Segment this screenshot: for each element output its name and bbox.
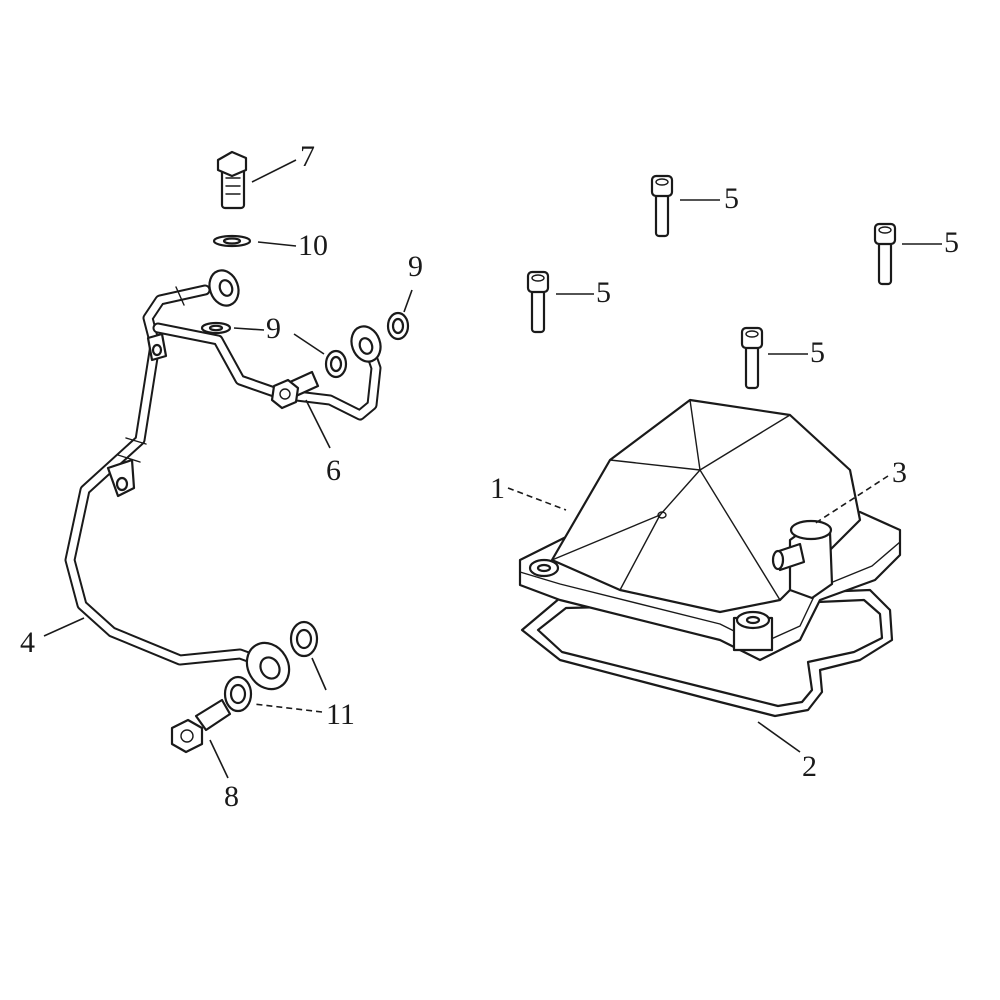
callout-5-left: 5 — [596, 276, 611, 309]
washer-10 — [212, 234, 252, 248]
callout-7: 7 — [300, 140, 315, 173]
callout-10: 10 — [298, 229, 328, 262]
callout-11: 11 — [326, 698, 355, 731]
callout-5-center: 5 — [810, 336, 825, 369]
callout-4: 4 — [20, 626, 35, 659]
washer-9-right — [386, 311, 410, 341]
oil-pipe — [64, 284, 382, 668]
callout-5-top: 5 — [724, 182, 739, 215]
callout-6: 6 — [326, 454, 341, 487]
callout-3: 3 — [892, 456, 907, 489]
leader-lines — [43, 159, 942, 779]
callout-8: 8 — [224, 780, 239, 813]
banjo-eye-bottom — [245, 641, 291, 691]
washer-11-lower — [223, 675, 253, 713]
cover-bolt-2 — [873, 222, 897, 286]
callout-9-right: 9 — [408, 250, 423, 283]
banjo-bolt-bottom — [170, 698, 232, 754]
breather-nozzle — [771, 519, 834, 600]
banjo-eye-right — [350, 325, 382, 363]
banjo-bolt-middle — [270, 370, 320, 410]
callout-1: 1 — [490, 472, 505, 505]
callout-9-left: 9 — [266, 312, 281, 345]
cover-bolt-1 — [650, 174, 674, 238]
cover-bolt-4 — [740, 326, 764, 390]
banjo-eye-top — [208, 269, 240, 307]
cover-bolt-3 — [526, 270, 550, 334]
callout-5-right: 5 — [944, 226, 959, 259]
washer-9-left — [200, 321, 232, 335]
callout-2: 2 — [802, 750, 817, 783]
washer-11-upper — [289, 620, 319, 658]
banjo-bolt-top — [216, 150, 248, 210]
washer-9-mid — [324, 349, 348, 379]
